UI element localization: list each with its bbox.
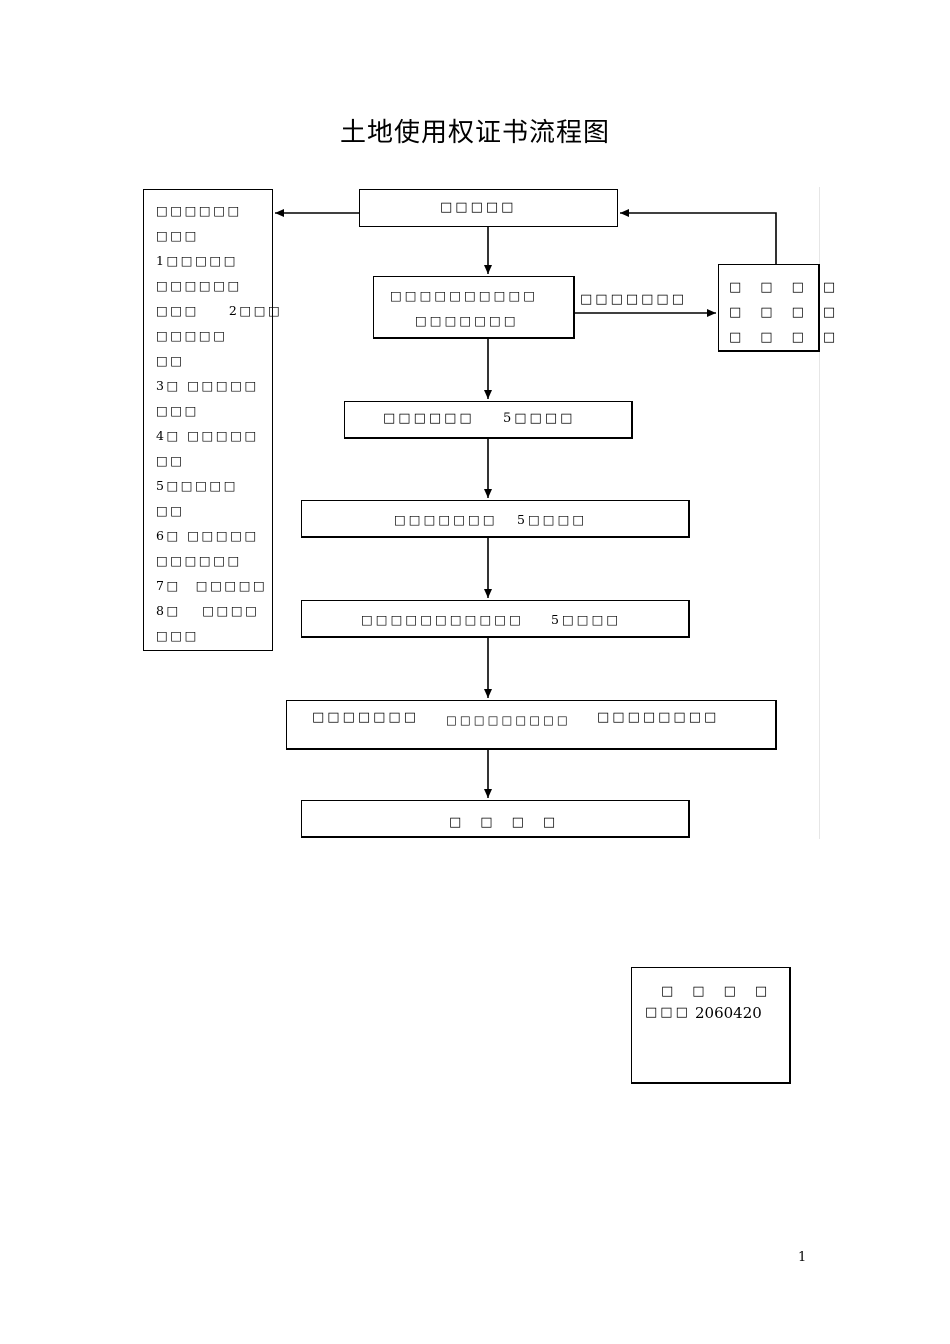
requirement-line: □□□ [156, 403, 199, 418]
side-box-row: □ □ □ □ [729, 305, 839, 320]
flow-step-6: □□□□□□□ □□□□□□□□□ □□□□□□□□ [286, 700, 777, 750]
requirement-line: □□□□□□ [156, 203, 242, 218]
note-box: □ □ □ □ □□□ 2060420 [631, 967, 791, 1084]
requirement-line: 6□ □□□□□ [156, 528, 259, 543]
flow-step-2-line2: □□□□□□□ [415, 313, 519, 328]
flow-step-6-left: □□□□□□□ [312, 710, 419, 725]
note-box-code: 2060420 [695, 1004, 762, 1022]
flow-step-3-label: □□□□□□ [383, 411, 475, 426]
requirement-line: □□ [156, 503, 185, 518]
requirement-line: 4□ □□□□□ [156, 428, 259, 443]
requirement-line: □□□ [156, 228, 199, 243]
requirement-line: □□□ [156, 628, 199, 643]
flow-step-2: □□□□□□□□□□ □□□□□□□ [373, 276, 575, 339]
side-box: □ □ □ □ □ □ □ □ □ □ □ □ [718, 264, 835, 352]
side-box-row: □ □ □ □ [729, 280, 839, 295]
margin-line [819, 187, 820, 839]
note-box-heading: □ □ □ □ [661, 984, 771, 999]
requirement-line: 3□ □□□□□ [156, 378, 259, 393]
flow-step-6-middle: □□□□□□□□□ [446, 713, 571, 727]
requirement-line: 8□ □□□□ [156, 603, 260, 618]
flow-step-4-label: □□□□□□□ [394, 512, 498, 527]
flow-step-7-label: □ □ □ □ [449, 815, 559, 830]
flow-step-4: □□□□□□□ 5□□□□ [301, 500, 690, 538]
flow-step-5: □□□□□□□□□□□ 5□□□□ [301, 600, 690, 638]
arrow-sidebox-to-step1 [620, 209, 777, 264]
page-title: 土地使用权证书流程图 [339, 118, 610, 148]
requirements-list: □□□□□□ □□□ 1□□□□□ □□□□□□ □□□ 2□□□ □□□□□ … [156, 198, 282, 648]
flow-step-3-duration: 5□□□□ [503, 411, 576, 426]
requirement-line: 7□ □□□□□ [156, 578, 268, 593]
requirement-line: □□□□□ [156, 328, 228, 343]
page-number: 1 [798, 1250, 807, 1265]
requirement-line: □□ [156, 353, 185, 368]
branch-label: □□□□□□□ [580, 292, 687, 307]
flow-step-7: □ □ □ □ [301, 800, 690, 838]
flow-step-2-line1: □□□□□□□□□□ [390, 288, 539, 303]
flow-step-4-duration: 5□□□□ [517, 512, 588, 527]
flow-step-5-duration: 5□□□□ [551, 612, 622, 627]
note-box-label: □□□ [645, 1005, 691, 1020]
requirement-line: □□ [156, 453, 185, 468]
requirement-line: □□□□□□ [156, 553, 242, 568]
flow-step-1: □□□□□ [359, 189, 618, 227]
requirement-line: □□□□□□ [156, 278, 242, 293]
flow-step-1-label: □□□□□ [440, 200, 517, 215]
requirement-line: □□□ 2□□□ [156, 303, 283, 318]
side-box-row: □ □ □ □ [729, 330, 839, 345]
flow-step-5-label: □□□□□□□□□□□ [361, 612, 524, 627]
requirements-box: □□□□□□ □□□ 1□□□□□ □□□□□□ □□□ 2□□□ □□□□□ … [143, 189, 280, 651]
requirement-line: 1□□□□□ [156, 253, 239, 268]
flow-step-3: □□□□□□ 5□□□□ [344, 401, 633, 439]
requirement-line: 5□□□□□ [156, 478, 239, 493]
flow-step-6-right: □□□□□□□□ [597, 710, 720, 725]
